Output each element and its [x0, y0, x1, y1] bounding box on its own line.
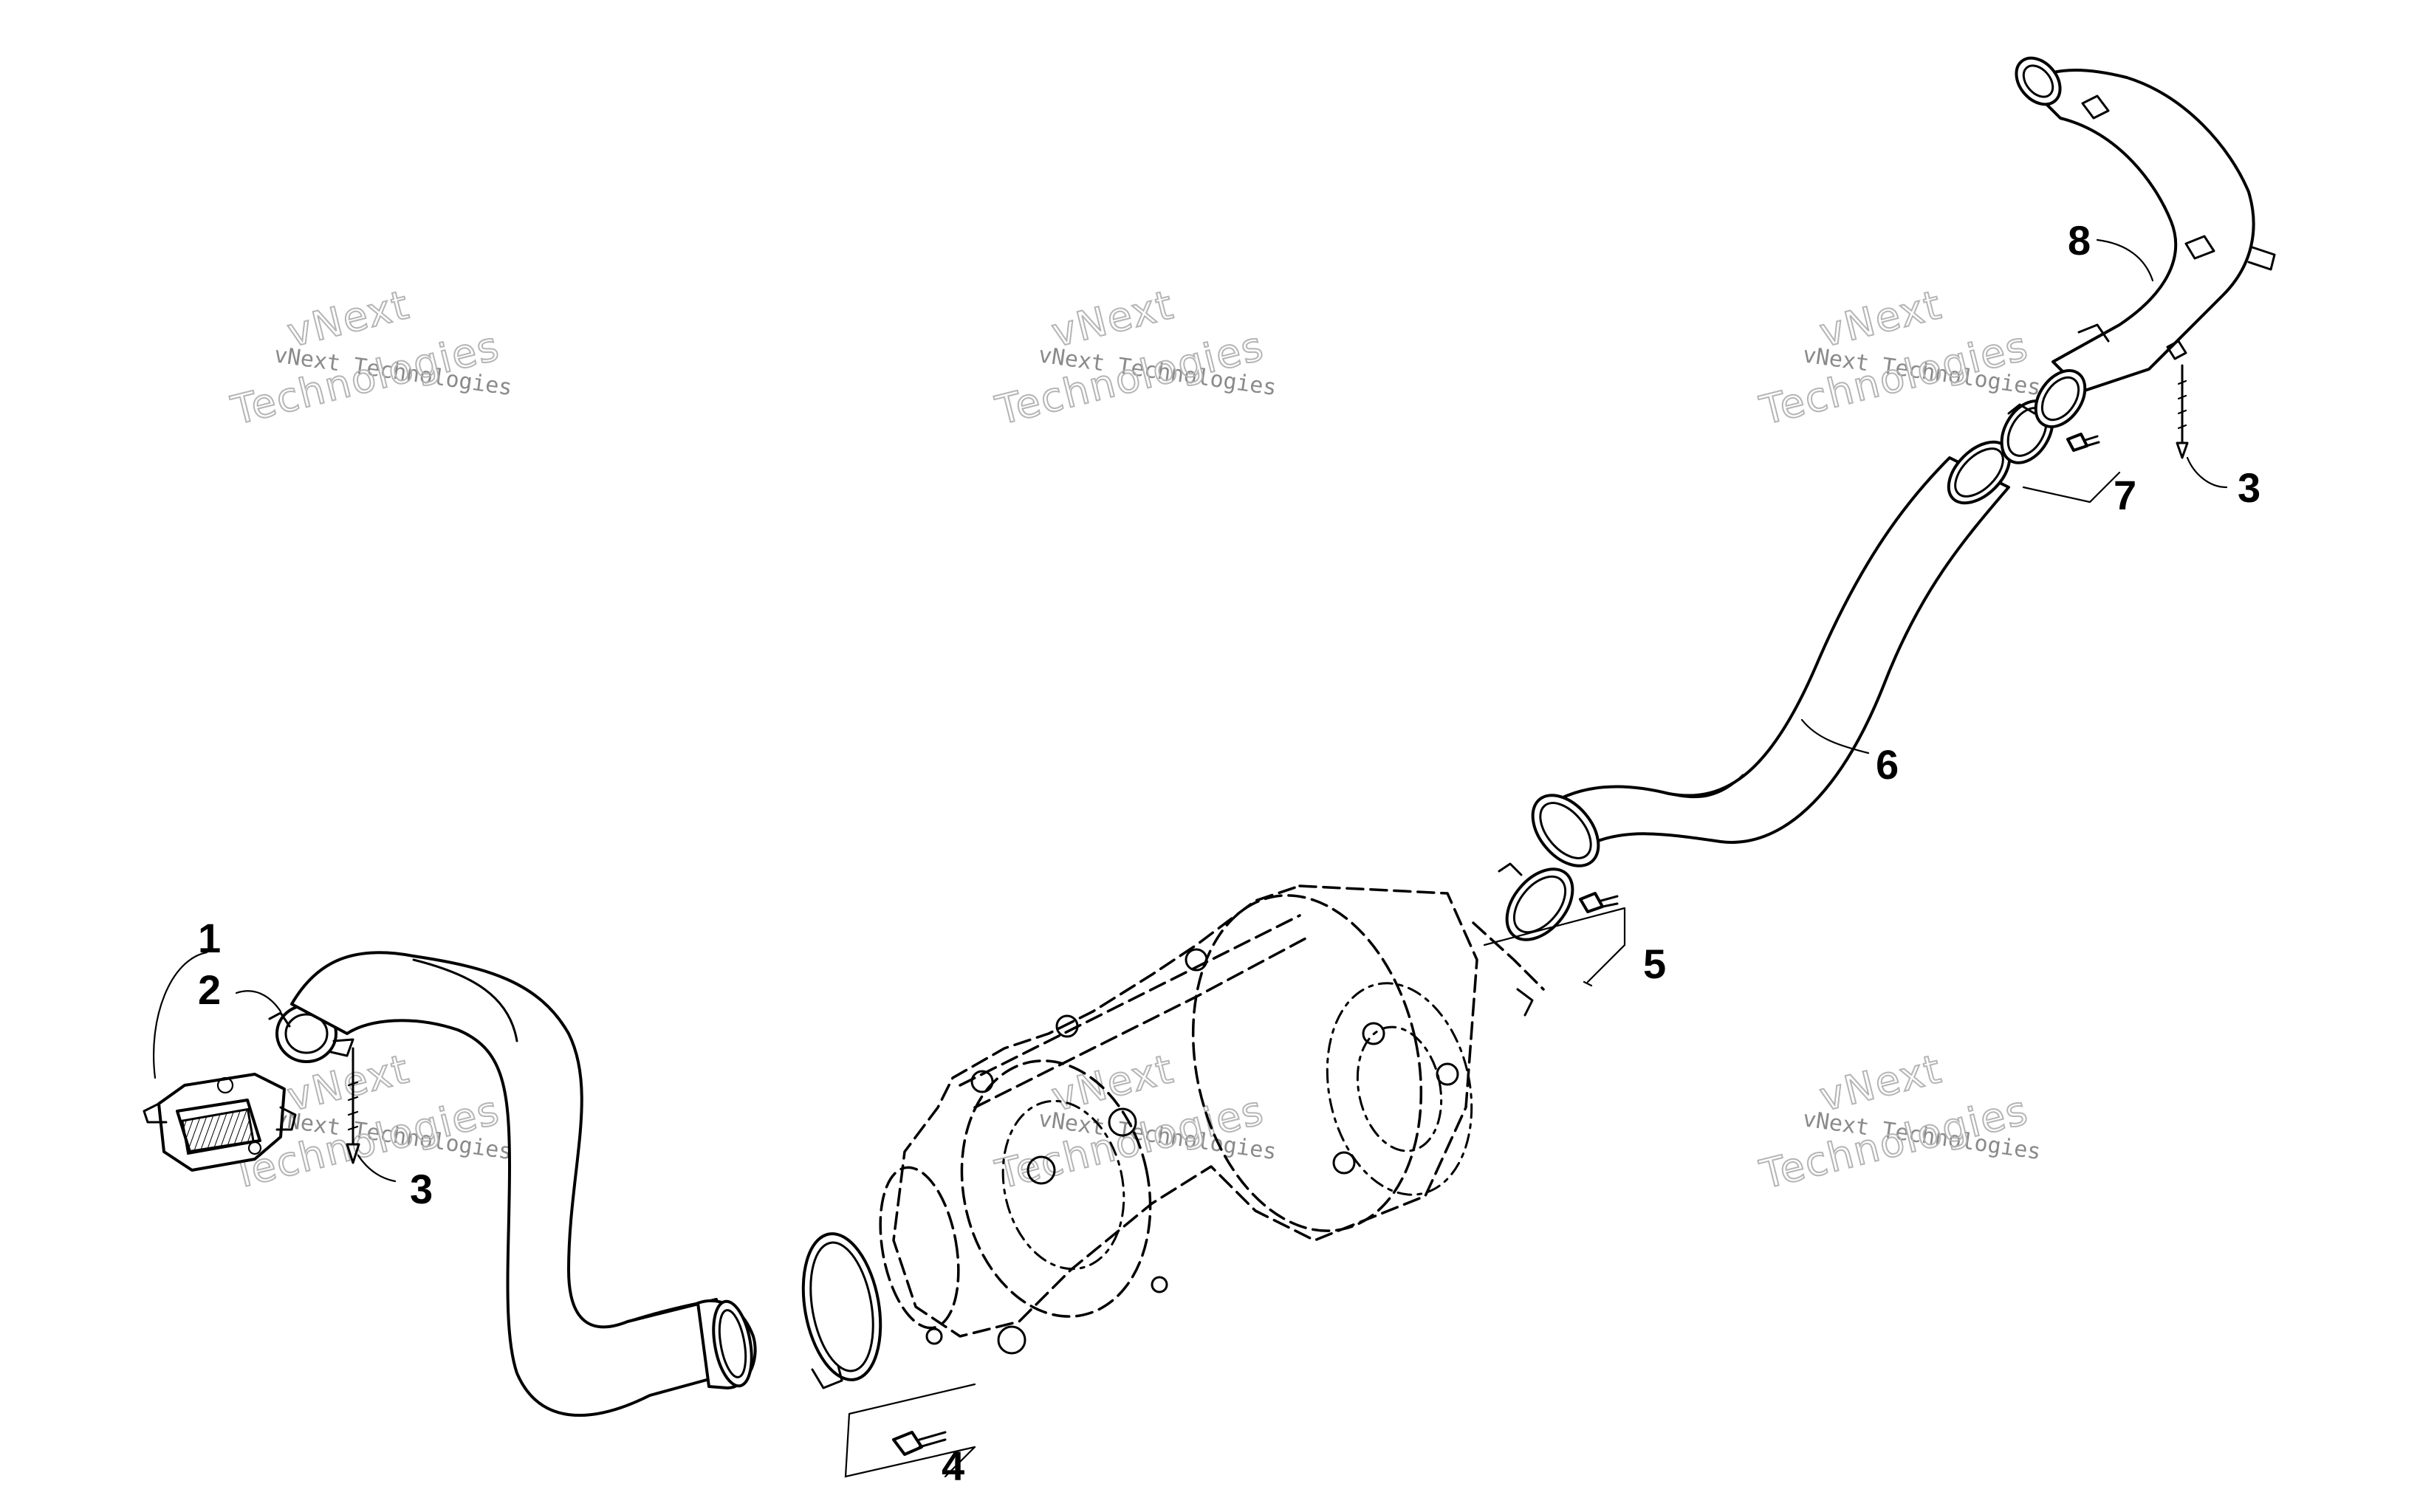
- leader-8: [2096, 238, 2154, 282]
- part-3-screw-left: [346, 1047, 360, 1164]
- leader-3-right: [2186, 456, 2228, 489]
- leader-2: [235, 990, 282, 1013]
- leader-3-left: [357, 1154, 397, 1183]
- watermark-top-center: vNext vNext Technologies Technologies: [990, 281, 1278, 435]
- callout-7: 7: [2114, 472, 2136, 518]
- callout-2: 2: [198, 966, 221, 1013]
- watermark-bottom-right: vNext vNext Technologies Technologies: [1755, 1045, 2043, 1199]
- callout-6: 6: [1876, 741, 1899, 788]
- part-4-band-clamp: [801, 1232, 947, 1456]
- leader-1: [152, 951, 208, 1079]
- callout-3-left: 3: [410, 1166, 433, 1212]
- svg-text:vNext: vNext: [1815, 1045, 1947, 1121]
- callout-5: 5: [1643, 941, 1666, 987]
- watermark-top-left: vNext vNext Technologies Technologies: [226, 281, 514, 435]
- leader-4-bracket: [844, 1383, 976, 1478]
- part-6-long-duct: [1531, 440, 2012, 867]
- part-3-screw-right: [2176, 364, 2189, 459]
- callout-8: 8: [2068, 217, 2091, 264]
- leader-7-bracket: [2022, 471, 2121, 504]
- callout-3-right: 3: [2238, 464, 2260, 511]
- intake-duct-left: [290, 951, 757, 1418]
- part-8-upper-tube: [2015, 56, 2276, 428]
- watermark-top-right: vNext vNext Technologies Technologies: [1755, 281, 2043, 435]
- svg-text:vNext: vNext: [1815, 281, 1947, 357]
- leader-6: [1800, 718, 1870, 755]
- watermark-bottom-center: vNext vNext Technologies Technologies: [990, 1045, 1278, 1199]
- cvt-cover-reference: [879, 884, 1545, 1355]
- callout-1: 1: [198, 915, 221, 961]
- callout-4: 4: [942, 1443, 964, 1489]
- part-1-intake-bell: [143, 1073, 297, 1172]
- part-5-band-clamp: [1498, 862, 1619, 941]
- leader-5-bracket: [1483, 907, 1626, 987]
